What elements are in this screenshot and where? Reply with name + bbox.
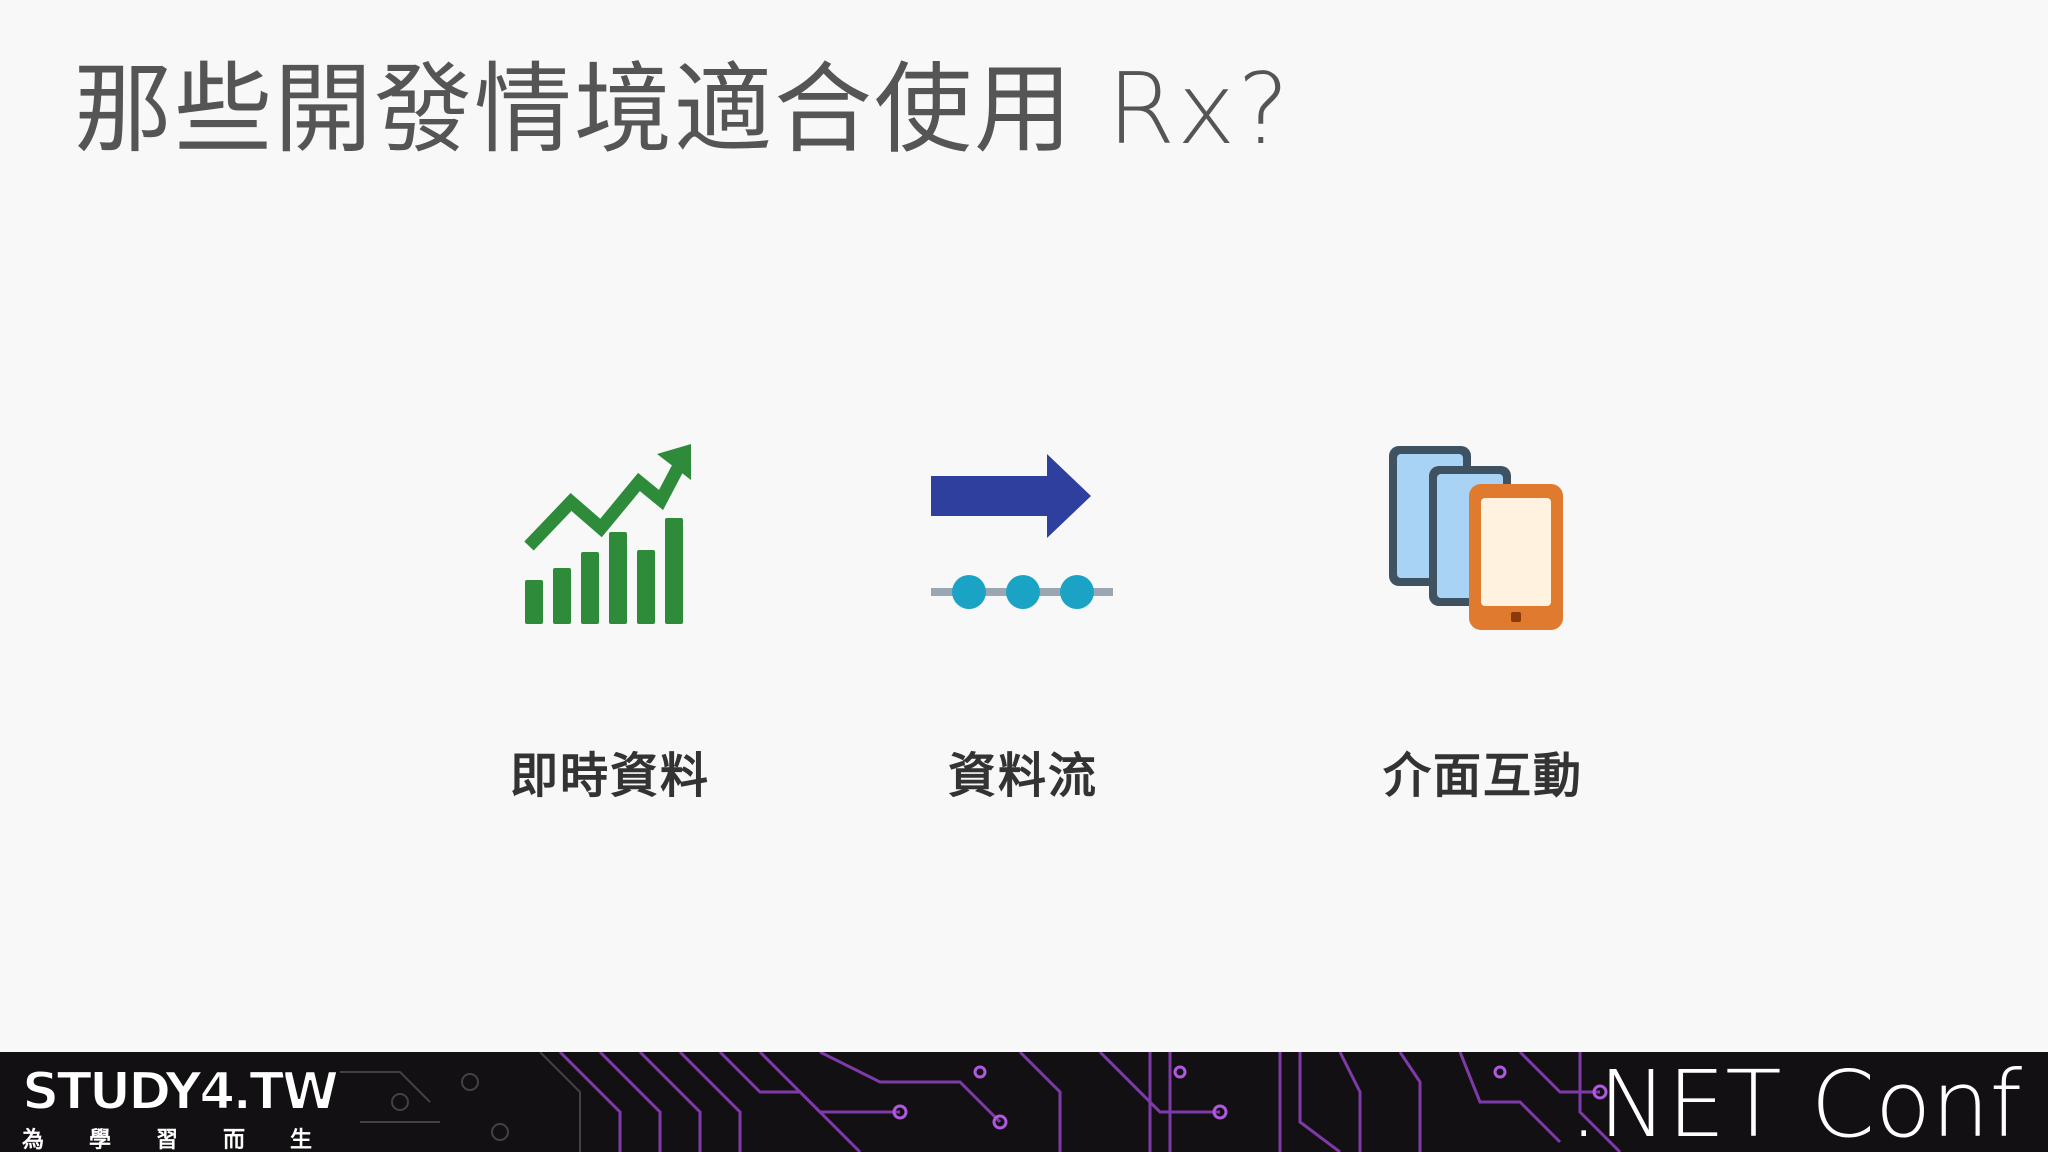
study4-tagline: 為 學 習 而 生: [22, 1122, 312, 1152]
stock-chart-icon: [524, 444, 691, 624]
tagline-char: 生: [289, 1128, 312, 1152]
circuit-pattern-icon: [340, 1052, 1622, 1152]
tagline-char: 而: [222, 1128, 245, 1152]
mobile-devices-icon: [1389, 446, 1563, 630]
data-stream-arrow-icon: [931, 454, 1113, 609]
item-ui-interaction: 介面互動: [1318, 440, 1648, 820]
tagline-char: 學: [88, 1128, 111, 1152]
tagline-char: 為: [22, 1128, 45, 1152]
study4-logo: STUDY4.TW: [21, 1061, 340, 1123]
item-realtime-data: 即時資料: [445, 440, 775, 820]
slide: 那些開發情境適合使用 Rx? 即時資料 資料流: [74, 53, 1648, 820]
net-conf-logo: .NET Conf: [1569, 1052, 2022, 1152]
item-data-stream: 資料流: [858, 440, 1188, 820]
footer-banner: STUDY4.TW 為 學 習 而 生 .NET Conf: [0, 1052, 2048, 1152]
tagline-char: 習: [155, 1128, 178, 1152]
item-label: 資料流: [947, 748, 1098, 804]
item-label: 即時資料: [509, 748, 710, 804]
slide-title: 那些開發情境適合使用 Rx?: [74, 53, 1292, 167]
item-label: 介面互動: [1382, 748, 1583, 804]
